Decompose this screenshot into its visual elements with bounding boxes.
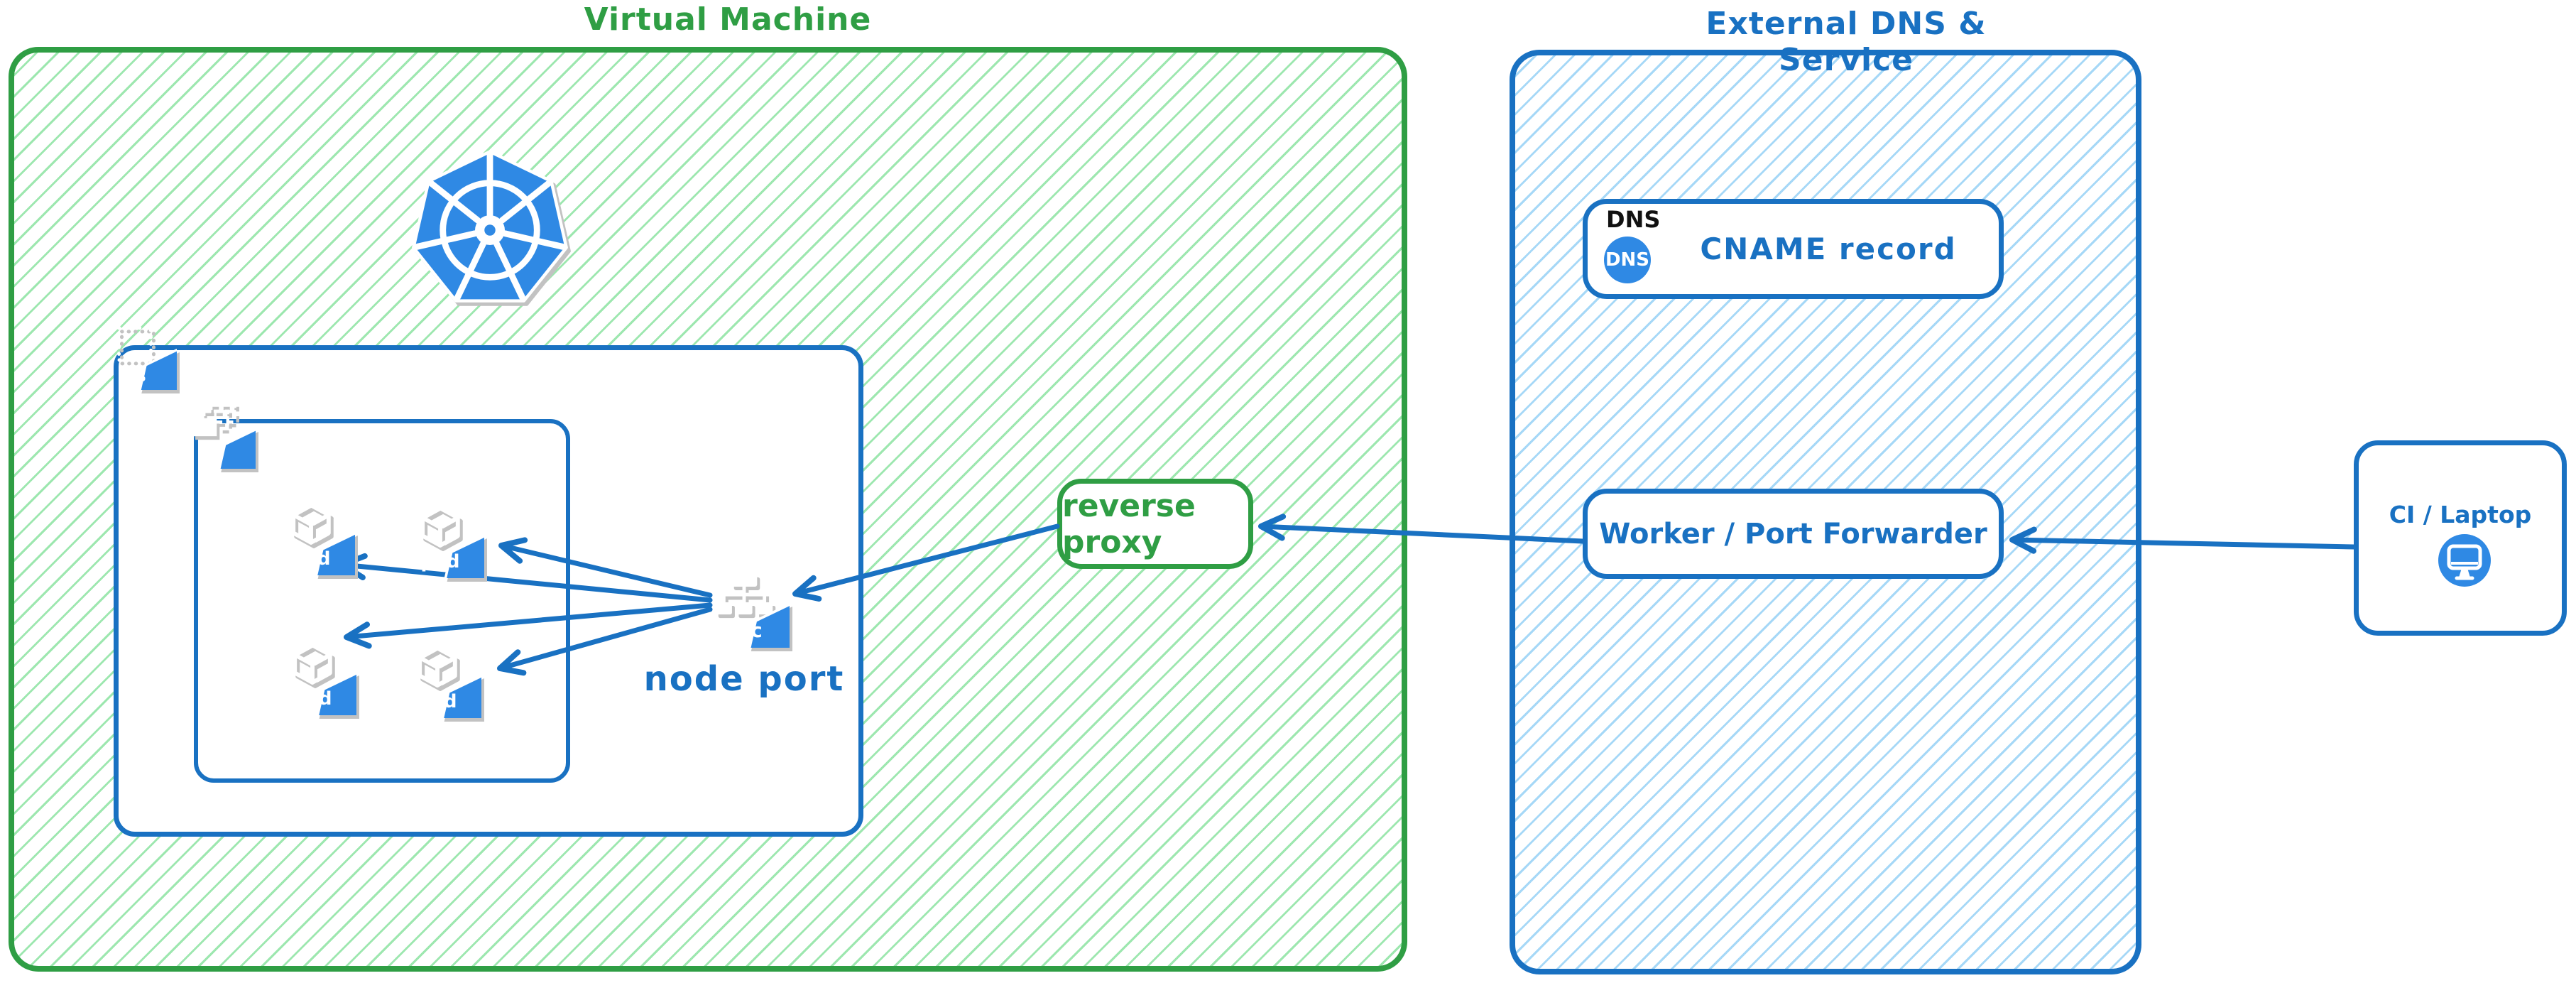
- external-dns-title: External DNS & Service: [1705, 6, 1987, 78]
- dns-icon: DNS: [1604, 237, 1651, 283]
- worker-port-forwarder-box: Worker / Port Forwarder: [1583, 489, 2004, 579]
- dns-record-box: [1583, 199, 2004, 299]
- cname-record-label: CNAME record: [1700, 232, 1957, 266]
- reverse-proxy-box: reverse proxy: [1057, 479, 1253, 569]
- monitor-icon: [2438, 534, 2491, 587]
- node-port-label: node port: [643, 659, 845, 699]
- dns-group-label: DNS: [1606, 206, 1661, 233]
- ci-laptop-label: CI / Laptop: [2389, 501, 2532, 528]
- worker-port-forwarder-label: Worker / Port Forwarder: [1599, 517, 1987, 550]
- dns-icon-label: DNS: [1605, 249, 1650, 271]
- replicaset-box: [194, 419, 570, 783]
- monitor-icon-glyph: [2447, 544, 2482, 580]
- reverse-proxy-label: reverse proxy: [1062, 487, 1196, 560]
- virtual-machine-title: Virtual Machine: [584, 1, 872, 38]
